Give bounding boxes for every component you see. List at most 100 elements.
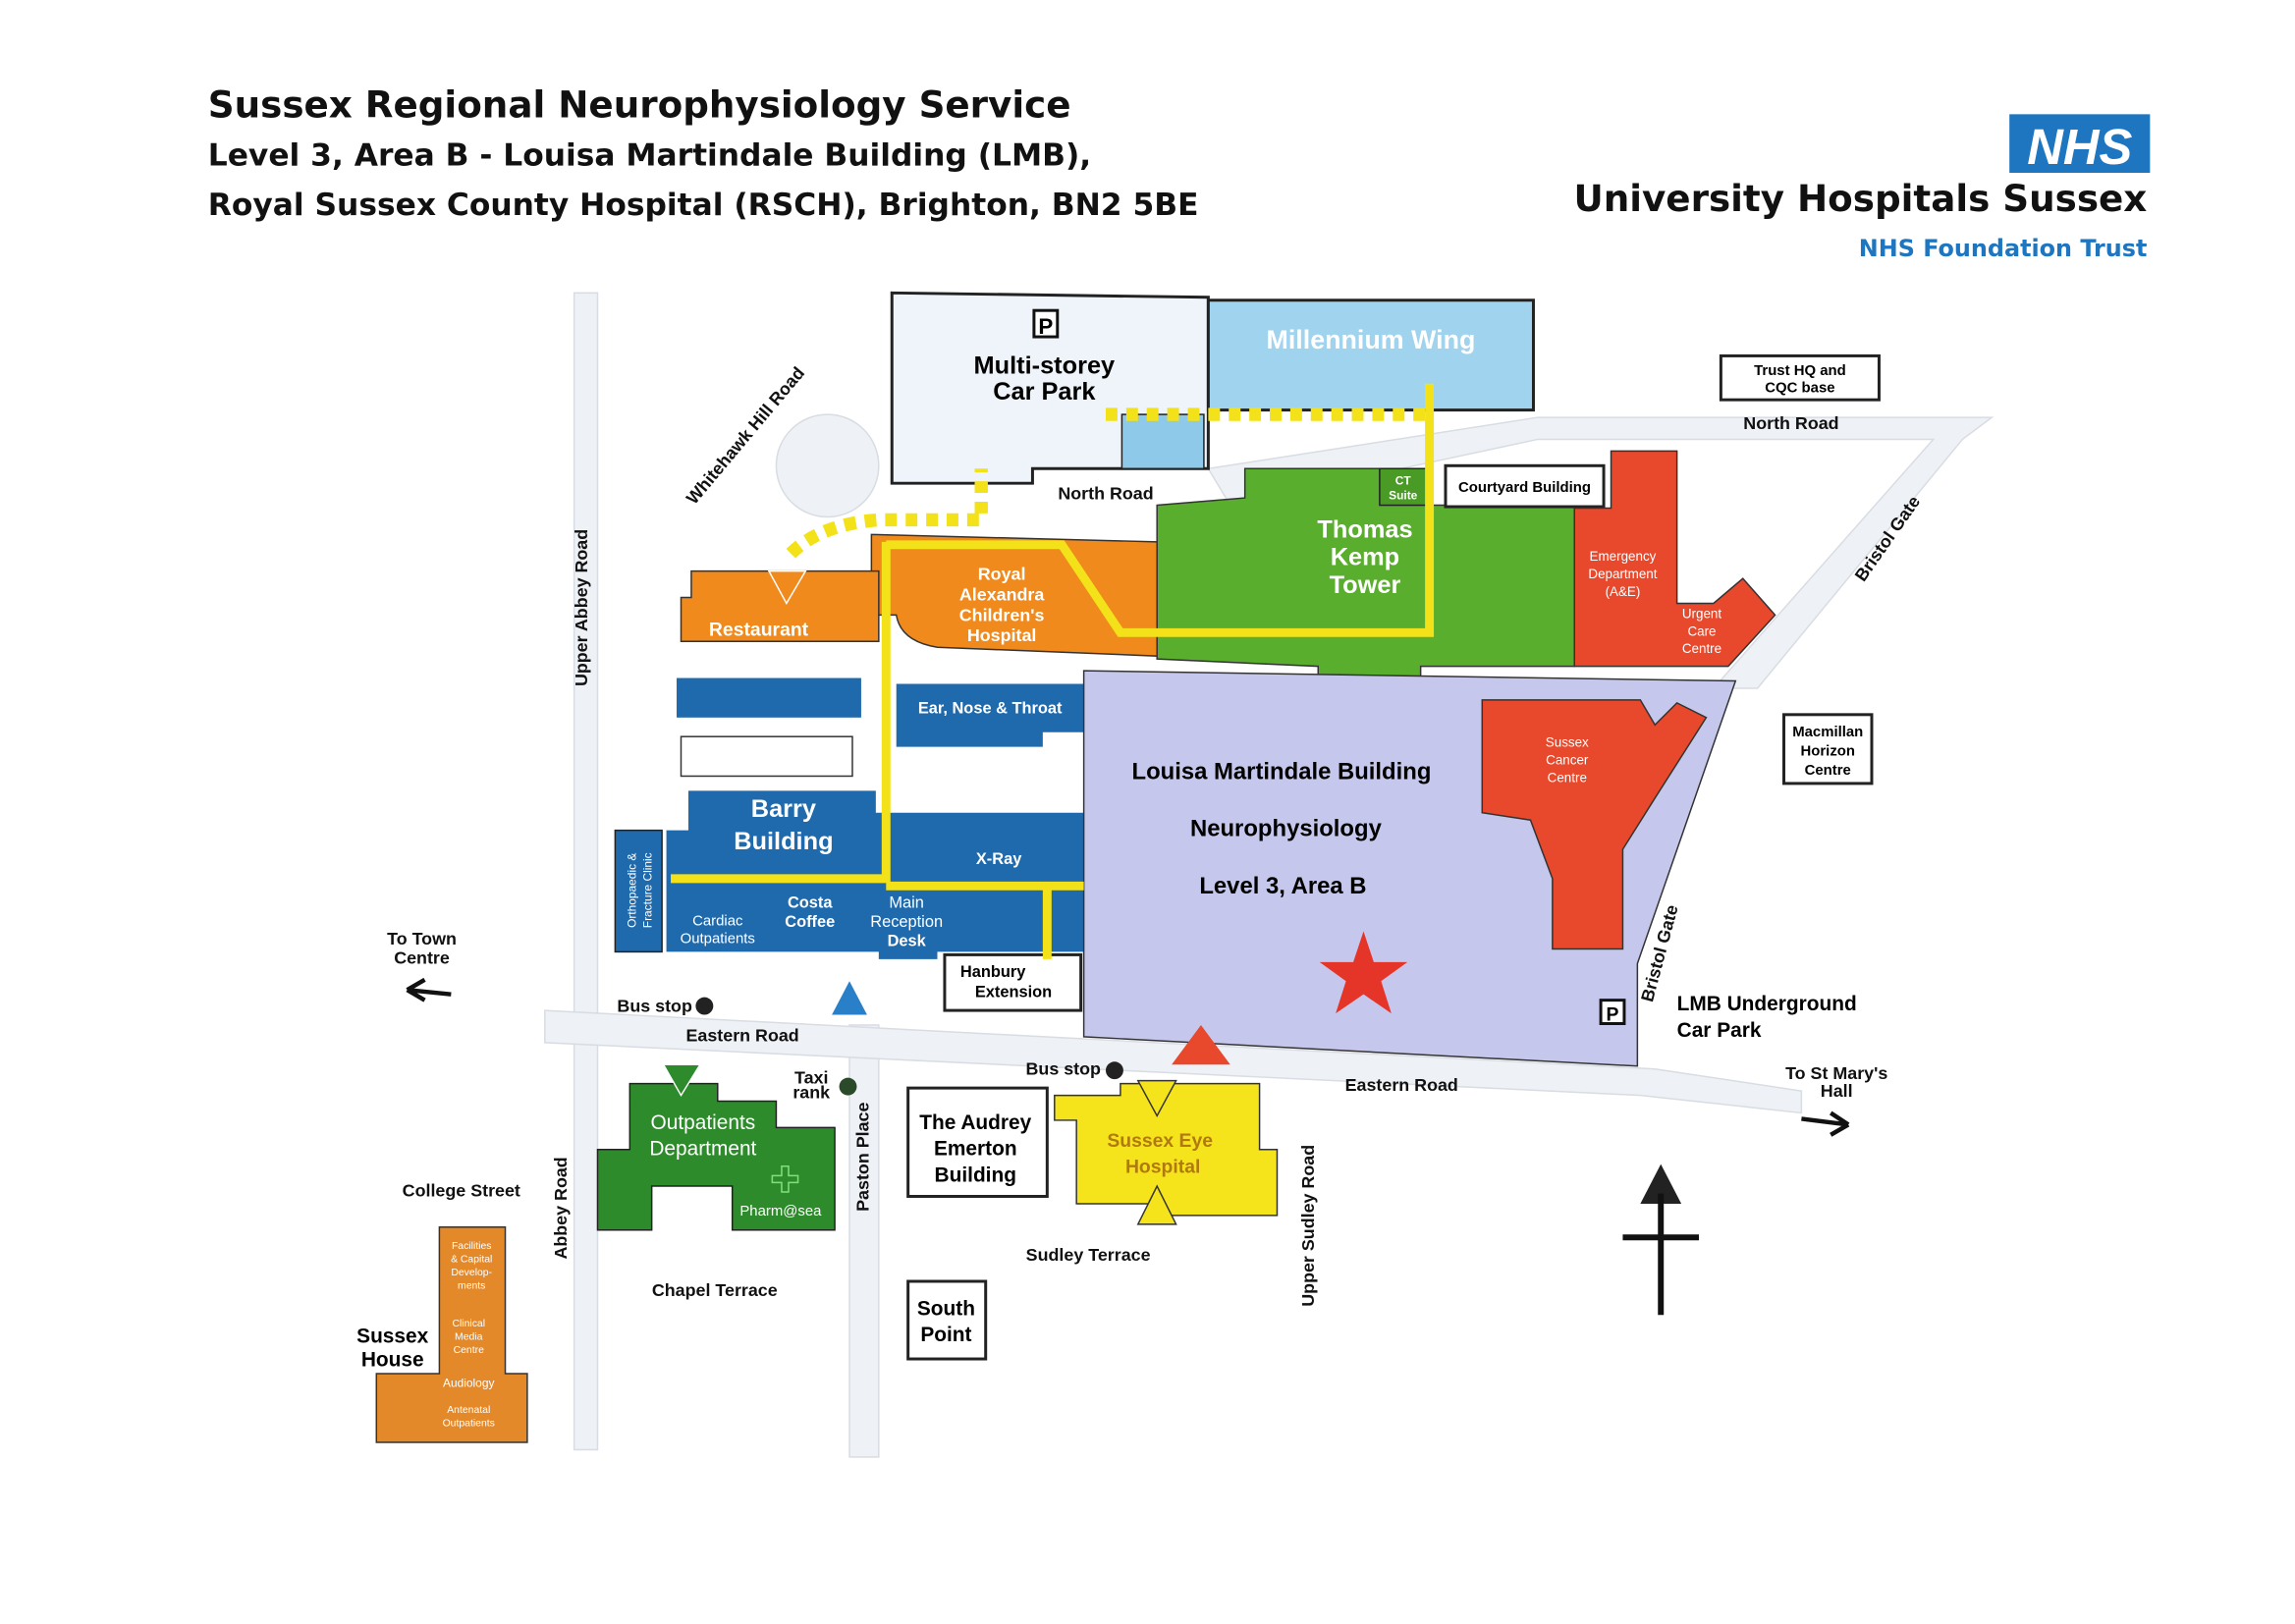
svg-text:& Capital: & Capital <box>451 1255 492 1266</box>
svg-text:Car Park: Car Park <box>993 378 1096 406</box>
sussex-cancer-centre: Sussex Cancer Centre <box>1481 699 1708 950</box>
svg-text:P: P <box>1607 1004 1619 1026</box>
taxi-rank-icon <box>839 1077 857 1096</box>
svg-text:rank: rank <box>792 1083 830 1103</box>
entrance-marker <box>832 981 867 1015</box>
svg-text:Sussex: Sussex <box>356 1326 428 1348</box>
svg-text:College Street: College Street <box>403 1180 520 1200</box>
destination-star-icon <box>1319 931 1408 1014</box>
ear-nose-throat: Ear, Nose & Throat <box>896 683 1084 747</box>
svg-text:Point: Point <box>920 1324 971 1346</box>
svg-text:Pharm@sea: Pharm@sea <box>739 1204 822 1219</box>
svg-text:Macmillan: Macmillan <box>1792 725 1863 740</box>
svg-text:Hall: Hall <box>1821 1081 1853 1101</box>
svg-text:Suite: Suite <box>1389 489 1418 503</box>
svg-text:Centre: Centre <box>394 947 450 967</box>
svg-text:Antenatal: Antenatal <box>447 1405 490 1416</box>
south-point: South Point <box>906 1279 988 1361</box>
svg-text:Sudley Terrace: Sudley Terrace <box>1026 1245 1151 1265</box>
svg-text:Tower: Tower <box>1330 571 1401 599</box>
entrance-marker <box>767 569 807 605</box>
svg-text:(A&E): (A&E) <box>1606 584 1641 599</box>
entrance-marker <box>1136 1184 1177 1225</box>
svg-text:Develop-: Develop- <box>451 1268 492 1278</box>
svg-text:Department: Department <box>1588 567 1657 581</box>
svg-text:Extension: Extension <box>975 984 1052 1001</box>
svg-text:Hospital: Hospital <box>1125 1157 1200 1178</box>
org-subtitle: NHS Foundation Trust <box>1859 235 2148 262</box>
svg-text:Centre: Centre <box>1548 770 1587 785</box>
svg-text:Urgent: Urgent <box>1682 606 1722 621</box>
address-line-2: Royal Sussex County Hospital (RSCH), Bri… <box>208 188 1199 223</box>
white-block <box>680 735 853 778</box>
svg-text:Costa: Costa <box>788 894 833 912</box>
svg-text:Eastern Road: Eastern Road <box>686 1025 799 1045</box>
svg-text:Cardiac: Cardiac <box>692 914 743 930</box>
svg-text:Centre: Centre <box>1805 763 1851 779</box>
svg-text:North Road: North Road <box>1058 484 1153 504</box>
courtyard-building: Courtyard Building <box>1444 463 1606 509</box>
restaurant: Restaurant <box>680 569 880 642</box>
svg-text:Centre: Centre <box>1682 641 1721 656</box>
svg-text:Emergency: Emergency <box>1590 549 1657 564</box>
audrey-emerton-building: The Audrey Emerton Building <box>906 1086 1049 1198</box>
address-line-1: Level 3, Area B - Louisa Martindale Buil… <box>208 138 1091 174</box>
org-name: University Hospitals Sussex <box>1573 177 2147 220</box>
svg-text:Car Park: Car Park <box>1677 1019 1762 1042</box>
svg-text:Orthopaedic &: Orthopaedic & <box>625 853 638 928</box>
sussex-eye-hospital: Sussex Eye Hospital <box>1054 1079 1279 1225</box>
svg-text:Bus stop: Bus stop <box>617 997 692 1016</box>
svg-text:Horizon: Horizon <box>1801 744 1855 760</box>
svg-text:Kemp: Kemp <box>1331 544 1399 571</box>
nhs-badge: NHS <box>2027 119 2132 175</box>
svg-text:Outpatients: Outpatients <box>681 931 755 947</box>
svg-text:Millennium Wing: Millennium Wing <box>1266 325 1475 354</box>
svg-text:House: House <box>361 1348 424 1371</box>
svg-text:Eastern Road: Eastern Road <box>1345 1075 1458 1095</box>
to-st-marys-hall: To St Mary's Hall <box>1785 1063 1887 1137</box>
pharmacy-cross-icon: ✚ <box>770 1161 799 1200</box>
svg-text:Clinical: Clinical <box>452 1319 485 1329</box>
svg-text:Sussex: Sussex <box>1546 735 1589 750</box>
svg-text:Sussex Eye: Sussex Eye <box>1107 1130 1213 1152</box>
walking-route <box>671 383 1435 959</box>
svg-text:Level 3, Area B: Level 3, Area B <box>1199 873 1366 899</box>
svg-text:Emerton: Emerton <box>934 1138 1017 1161</box>
to-town-centre: To Town Centre <box>387 929 457 1002</box>
parking-symbol: P <box>1038 314 1053 339</box>
svg-text:CQC base: CQC base <box>1765 381 1834 397</box>
bus-stop-icon <box>1105 1061 1123 1080</box>
sussex-house: Facilities & Capital Develop- ments Clin… <box>356 1226 528 1443</box>
svg-text:Building: Building <box>734 828 833 855</box>
outpatients-department: Outpatients Department ✚ Pharm@sea <box>596 1063 836 1231</box>
royal-alexandra-childrens-hospital: Royal Alexandra Children's Hospital <box>870 533 1158 657</box>
svg-text:Centre: Centre <box>454 1345 484 1356</box>
svg-text:Audiology: Audiology <box>443 1376 494 1389</box>
arrow-left-icon <box>406 977 452 1002</box>
svg-text:Department: Department <box>649 1138 756 1161</box>
svg-text:Ear, Nose & Throat: Ear, Nose & Throat <box>918 699 1063 717</box>
svg-text:Louisa Martindale Building: Louisa Martindale Building <box>1132 758 1432 785</box>
small-unit <box>1120 413 1205 470</box>
macmillan-horizon-centre: Macmillan Horizon Centre <box>1782 713 1874 785</box>
lmb-car-park-label: LMB Underground <box>1677 993 1857 1015</box>
svg-text:Bus stop: Bus stop <box>1026 1059 1102 1079</box>
svg-text:Abbey Road: Abbey Road <box>551 1157 571 1259</box>
north-arrow-icon <box>1622 1164 1700 1316</box>
svg-text:To Town: To Town <box>387 929 457 948</box>
svg-text:Chapel Terrace: Chapel Terrace <box>652 1280 778 1300</box>
svg-text:Hospital: Hospital <box>967 625 1037 645</box>
emergency-department: Emergency Department (A&E) Urgent Care C… <box>1573 450 1776 668</box>
svg-text:Coffee: Coffee <box>785 913 835 931</box>
svg-text:Reception: Reception <box>870 913 943 931</box>
svg-text:Royal: Royal <box>978 565 1026 584</box>
millennium-wing: Millennium Wing <box>1206 298 1535 412</box>
svg-text:Facilities: Facilities <box>452 1241 492 1252</box>
svg-text:Restaurant: Restaurant <box>709 619 809 640</box>
svg-text:Desk: Desk <box>888 932 927 949</box>
bus-stop-icon <box>695 997 714 1015</box>
svg-text:Multi-storey: Multi-storey <box>974 352 1116 379</box>
svg-text:South: South <box>917 1297 975 1320</box>
arrow-right-icon <box>1801 1110 1850 1137</box>
svg-text:The Audrey: The Audrey <box>919 1111 1031 1134</box>
